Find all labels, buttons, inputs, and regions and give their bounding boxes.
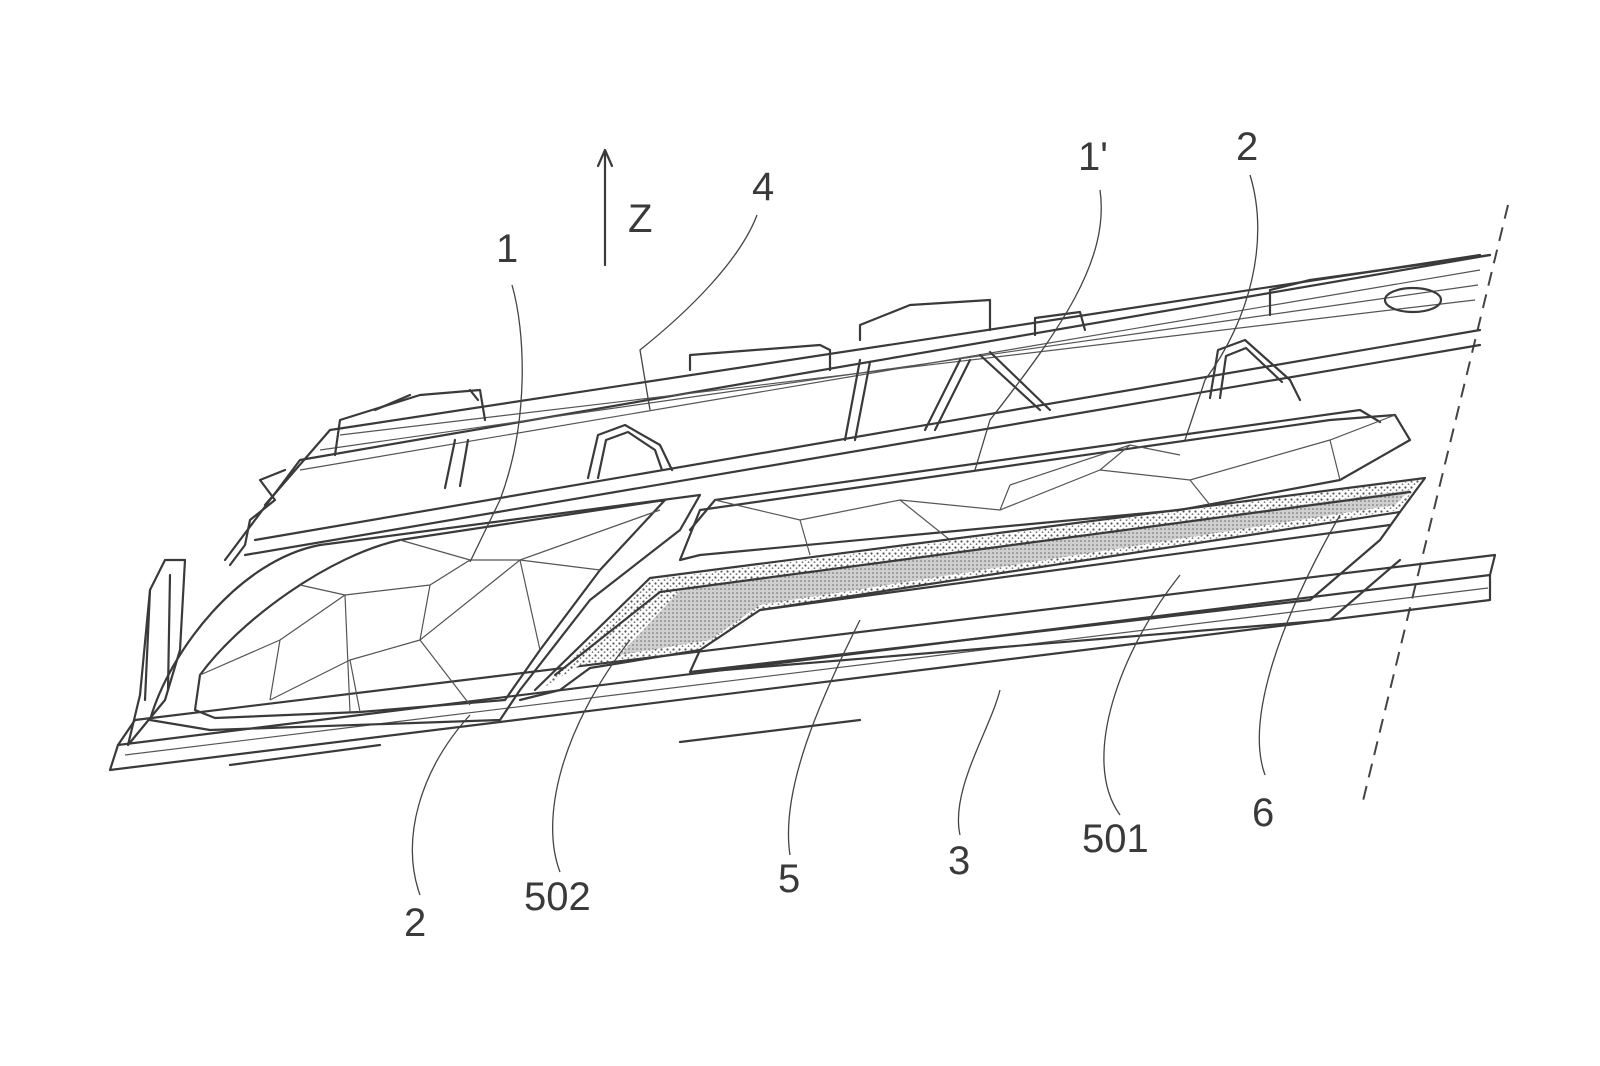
label-501: 501 [1082, 817, 1149, 861]
housing-base [108, 553, 1497, 772]
label-2-bottom: 2 [404, 901, 426, 945]
break-line [1361, 204, 1509, 806]
z-axis-label: Z [628, 197, 652, 241]
label-3: 3 [948, 839, 970, 883]
label-2-top: 2 [1236, 125, 1258, 169]
label-4: 4 [752, 165, 774, 209]
left-end-cap [126, 468, 287, 747]
lens-right [678, 408, 1412, 562]
upper-rail [223, 253, 1492, 562]
lens-left [148, 493, 702, 732]
label-5: 5 [778, 857, 800, 901]
leader-lines [411, 174, 1341, 896]
label-1-prime: 1' [1078, 135, 1108, 179]
z-axis-arrow: Z [596, 148, 652, 267]
label-502: 502 [524, 875, 591, 919]
reference-labels: 1 1' 2 4 2 502 5 3 501 6 [404, 125, 1274, 945]
light-guide-strip [518, 476, 1427, 702]
label-1: 1 [496, 227, 518, 271]
label-6: 6 [1252, 791, 1274, 835]
